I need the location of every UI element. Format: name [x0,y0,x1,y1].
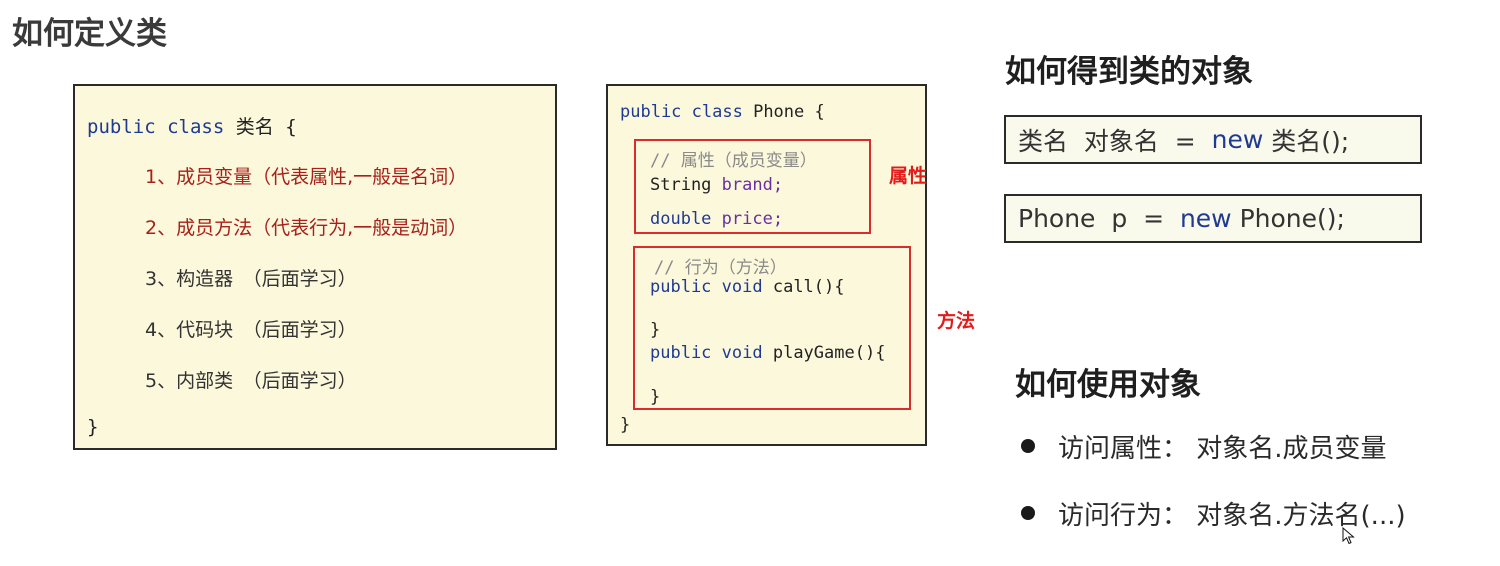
object-syntax-generic: 类名 对象名 = new 类名(); [1004,115,1422,164]
method-call-close: } [650,320,661,340]
keyword-public-void: public void [650,277,763,297]
method-highlight-box [633,246,911,410]
method-playgame-line: public void playGame(){ [650,343,885,363]
page-title: 如何定义类 [12,16,167,52]
syntax-phone-left: Phone p = [1018,204,1180,233]
list-item-code-block: 4、代码块 （后面学习） [145,319,357,341]
list-item-member-variable: 1、成员变量（代表属性,一般是名词） [145,166,468,188]
phone-class-name: Phone { [753,102,825,122]
phone-class-close: } [620,415,631,435]
usage-access-attribute: 访问属性： 对象名.成员变量 [1058,434,1387,464]
syntax-generic-left: 类名 对象名 = [1018,126,1212,156]
mouse-pointer-icon [1342,527,1355,545]
method-label: 方法 [937,310,976,332]
open-brace: { [285,116,297,138]
method-playgame-name: playGame(){ [772,343,886,363]
syntax-generic-right: 类名(); [1263,126,1350,156]
phone-example-box: public class Phone { // 属性（成员变量） String … [606,84,927,446]
bullet-dot-icon [1021,439,1035,453]
list-item-constructor: 3、构造器 （后面学习） [145,268,357,290]
keyword-new: new [1179,204,1232,233]
class-definition-box: public class 类名 { 1、成员变量（代表属性,一般是名词） 2、成… [73,84,557,450]
field-price-line: double price; [650,209,783,229]
object-section-title: 如何得到类的对象 [1005,54,1253,90]
method-playgame-close: } [650,387,661,407]
list-item-member-method: 2、成员方法（代表行为,一般是动词） [145,217,468,239]
type-double: double [650,209,712,229]
syntax-phone-right: Phone(); [1231,204,1345,233]
keyword-public-class: public class [620,102,743,122]
attribute-highlight-box [634,139,871,234]
bullet-dot-icon [1021,506,1035,520]
keyword-new: new [1211,125,1264,154]
close-brace: } [87,416,99,438]
keyword-public: public [87,116,156,138]
keyword-public-void: public void [650,343,763,363]
method-call-name: call(){ [772,277,845,297]
class-name-placeholder: 类名 [235,116,274,138]
attribute-comment: // 属性（成员变量） [650,151,817,171]
usage-access-method: 访问行为： 对象名.方法名(...) [1058,501,1406,531]
field-price: price; [721,209,784,229]
object-syntax-phone: Phone p = new Phone(); [1004,194,1422,243]
attribute-label: 属性 [889,165,928,187]
method-call-line: public void call(){ [650,277,845,297]
method-comment: // 行为（方法） [654,258,787,278]
class-header-line: public class 类名 { [87,112,297,139]
field-brand: brand; [721,175,784,195]
keyword-class: class [167,116,225,138]
list-item-inner-class: 5、内部类 （后面学习） [145,370,357,392]
usage-section-title: 如何使用对象 [1015,367,1201,403]
phone-class-header: public class Phone { [620,102,825,122]
field-brand-line: String brand; [650,175,783,195]
type-string: String [650,175,712,195]
